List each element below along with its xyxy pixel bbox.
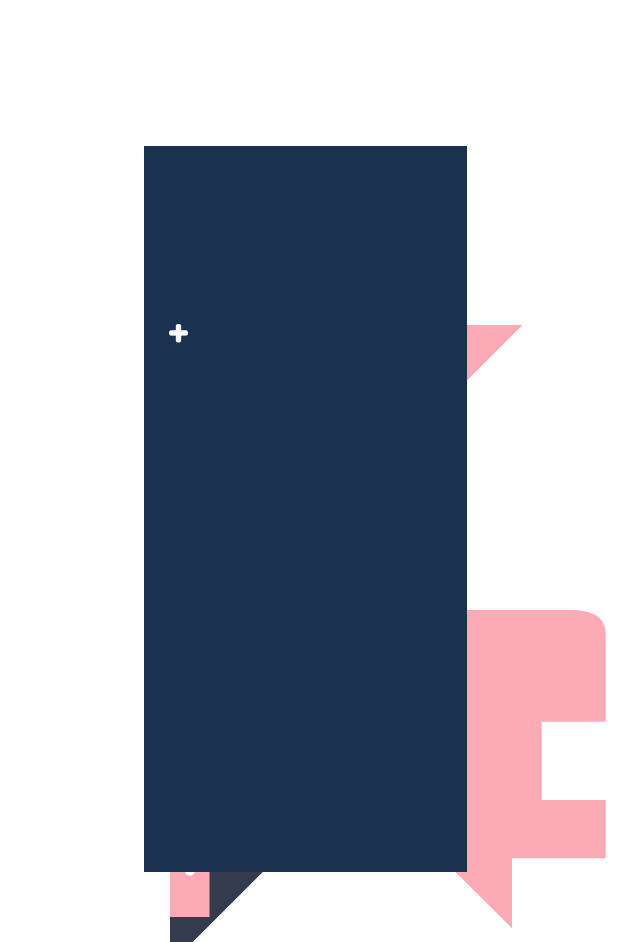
navy-panel [144, 146, 467, 872]
shadow-polygon [170, 871, 264, 942]
plus-icon-vertical-bar [175, 324, 182, 343]
pink-arrow-shape [440, 610, 606, 929]
plus-icon [169, 324, 188, 343]
pink-tab-shape [170, 871, 210, 917]
